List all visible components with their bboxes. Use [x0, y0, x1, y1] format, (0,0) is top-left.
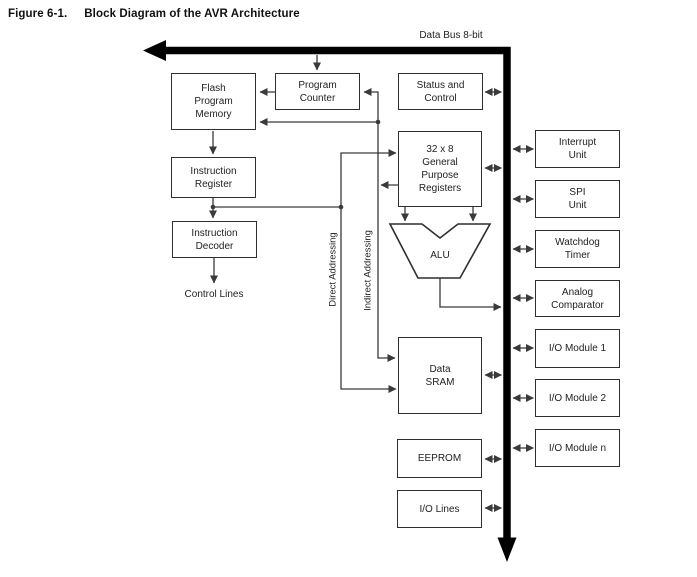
direct-addressing-label: Direct Addressing: [327, 232, 339, 307]
block-data-sram: Data SRAM: [398, 337, 482, 414]
block-instruction-register: Instruction Register: [171, 157, 256, 198]
bus-left-arrowhead: [143, 40, 166, 61]
block-eeprom: EEPROM: [397, 439, 482, 478]
data-bus: [143, 40, 517, 562]
data-bus-label: Data Bus 8-bit: [419, 30, 483, 41]
figure-caption: Figure 6-1. Block Diagram of the AVR Arc…: [8, 8, 300, 20]
block-io-module-2: I/O Module 2: [535, 379, 620, 417]
alu-shape: [388, 223, 492, 279]
block-instruction-decoder: Instruction Decoder: [172, 221, 257, 258]
block-general-purpose-registers: 32 x 8 General Purpose Registers: [398, 131, 482, 207]
block-watchdog-timer: Watchdog Timer: [535, 230, 620, 268]
block-program-counter: Program Counter: [275, 73, 360, 110]
bus-bottom-arrowhead: [497, 537, 517, 562]
block-io-module-1: I/O Module 1: [535, 329, 620, 368]
junction-dots: [210, 119, 381, 210]
control-lines-label: Control Lines: [184, 289, 244, 300]
indirect-addressing-label: Indirect Addressing: [362, 230, 374, 311]
figure-number: Figure 6-1.: [8, 8, 68, 20]
figure-title-text: Block Diagram of the AVR Architecture: [84, 8, 300, 20]
block-io-module-n: I/O Module n: [535, 429, 620, 467]
block-interrupt-unit: Interrupt Unit: [535, 130, 620, 168]
block-analog-comparator: Analog Comparator: [535, 280, 620, 317]
block-spi-unit: SPI Unit: [535, 180, 620, 218]
signal-lines: [209, 55, 534, 512]
alu-label: ALU: [430, 250, 450, 261]
block-io-lines: I/O Lines: [397, 490, 482, 528]
block-status-and-control: Status and Control: [398, 73, 483, 110]
block-flash-program-memory: Flash Program Memory: [171, 73, 256, 130]
